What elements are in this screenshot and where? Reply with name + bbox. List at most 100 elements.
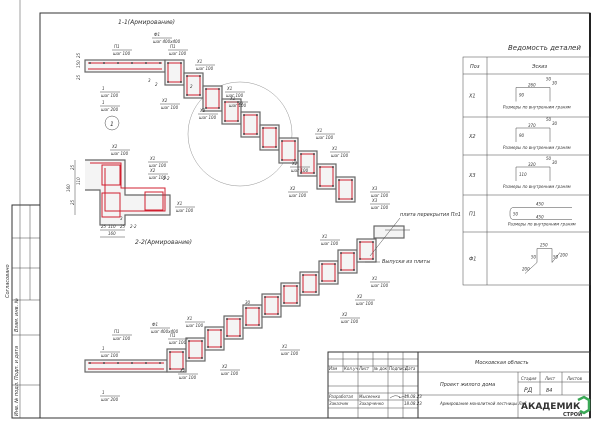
rebar-dot: [313, 153, 315, 155]
sheet-header: Лист: [544, 376, 556, 381]
leader-number: 30: [238, 101, 244, 106]
col-sketch: Эскиз: [531, 64, 548, 70]
side-stamp: Согласовано Взам. инв. № Подп. и дата Ин…: [5, 0, 41, 419]
callout-mark: Х2: [111, 144, 118, 149]
rebar-dot: [313, 172, 315, 174]
step-rebar-cage: [264, 296, 279, 315]
callout-step: шаг 100: [169, 51, 187, 56]
callout-step: шаг 100: [149, 163, 167, 168]
rebar-dot: [277, 296, 279, 298]
callout-step: шаг 100: [186, 323, 204, 328]
callout-step: шаг 100: [169, 340, 187, 345]
dim: 30: [552, 121, 558, 126]
developed-label: Разработал: [329, 394, 354, 399]
row-pos: Х2: [468, 134, 476, 140]
rebar-dot: [224, 120, 226, 122]
callout-step: шаг 100: [101, 93, 119, 98]
callout-mark: Х2: [161, 98, 168, 103]
rebar-dot: [300, 153, 302, 155]
rebar-dot: [207, 346, 209, 348]
rebar-dot: [245, 307, 247, 309]
callout-step: шаг 100: [356, 301, 374, 306]
rebar-dot: [302, 291, 304, 293]
landing-slab: [84, 359, 168, 373]
callout-step: шаг 100: [101, 353, 119, 358]
rebar-dot: [351, 198, 353, 200]
callout-step: шаг 100: [179, 375, 197, 380]
dim: 90: [519, 93, 525, 98]
hdr-ndoc: № док: [373, 366, 388, 371]
step-rebar-cage: [169, 351, 184, 370]
step-rebar-cage: [321, 263, 336, 282]
rebar-dot: [245, 324, 247, 326]
callout-mark: 1: [102, 100, 105, 105]
rebar-dot: [167, 62, 169, 64]
landing-slab: [84, 59, 166, 73]
schedule-note: Размеры по внутренним граням: [503, 105, 571, 110]
rebar-dot: [340, 252, 342, 254]
dim: 50: [513, 212, 519, 217]
section-2-title: 2-2(Армирование): [135, 239, 192, 246]
callout-step: шаг 100: [316, 135, 334, 140]
rebar-dot: [258, 307, 260, 309]
node-marker-label: 1: [110, 121, 114, 128]
rebar-dot: [353, 269, 355, 271]
step-rebar-cage: [340, 252, 355, 271]
title-block: Изм Кол.уч Лист № док Подпись Дата Разра…: [327, 351, 591, 419]
callout-mark: П1: [170, 333, 176, 338]
rebar-dot: [372, 258, 374, 260]
rebar-dot: [334, 280, 336, 282]
rebar-dot: [264, 313, 266, 315]
staircase-section-2: [84, 225, 405, 373]
dim: 370: [528, 123, 536, 128]
callout-step: шаг 400х400: [153, 39, 181, 44]
callout-mark: П1: [114, 329, 120, 334]
rebar-dot: [237, 120, 239, 122]
agreed-label: Согласовано: [5, 264, 11, 298]
rebar-dot: [264, 296, 266, 298]
rebar-callout: П1 шаг 100: [168, 333, 188, 345]
dim: 320: [528, 162, 536, 167]
callout-mark: Х1: [149, 156, 155, 161]
rebar-dot: [258, 324, 260, 326]
leader-number: 3: [148, 78, 151, 83]
step-rebar-cage: [205, 88, 220, 109]
callout-mark: П1: [114, 44, 120, 49]
leader-number: 2-2: [130, 224, 137, 229]
row-pos: Х1: [468, 94, 476, 100]
step-rebar-cage: [359, 241, 374, 260]
col-pos: Поз: [470, 64, 480, 70]
leader-number: 30: [245, 300, 251, 305]
dim: 200: [522, 267, 530, 272]
rebar-dot: [294, 140, 296, 142]
rebar-dot: [103, 362, 105, 364]
step-rebar-cage: [262, 127, 277, 148]
rebar-dot: [315, 274, 317, 276]
rebar-dot: [283, 285, 285, 287]
hdr-koluch: Кол.уч: [344, 366, 358, 371]
staircase-section-1: [84, 59, 356, 203]
rebar-dot: [340, 269, 342, 271]
callout-mark: Х1: [229, 96, 235, 101]
rebar-dot: [117, 362, 119, 364]
callout-mark: Х3: [371, 186, 378, 191]
rebar-dot: [302, 274, 304, 276]
schedule-note: Размеры по внутренним граням: [503, 145, 571, 150]
dim: 50: [531, 255, 537, 260]
sign-date-label: Подп. и дата: [14, 346, 20, 380]
callout-step: шаг 100: [291, 168, 309, 173]
dim: 110: [519, 172, 527, 177]
callout-step: шаг 100: [341, 319, 359, 324]
callout-mark: Х3: [371, 198, 378, 203]
step-rebar-cage: [167, 62, 182, 83]
